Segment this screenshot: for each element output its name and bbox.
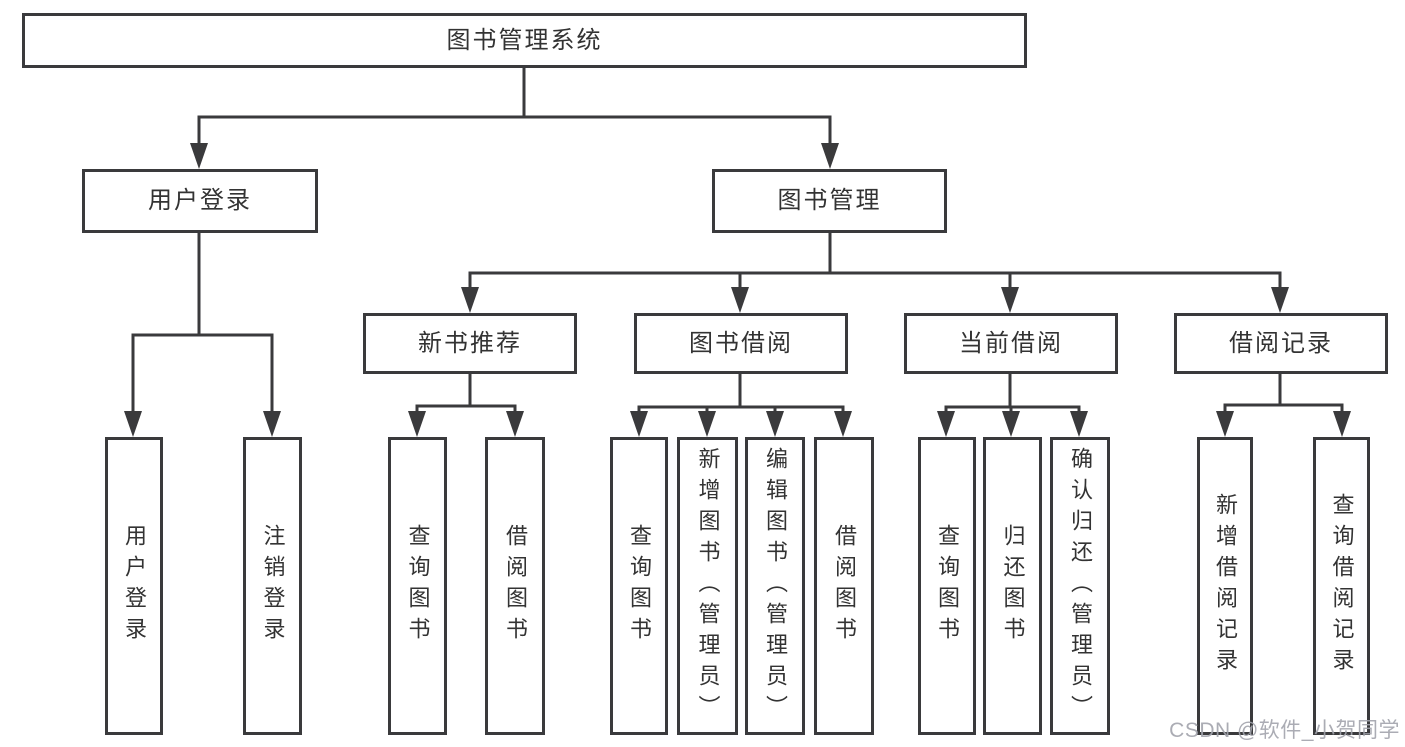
leaf-query-books-recommend-label: 查询图书 [405, 524, 431, 648]
leaf-borrow-books-recommend: 借阅图书 [485, 437, 545, 735]
node-new-book-recommend-label: 新书推荐 [418, 329, 522, 357]
leaf-add-book-admin-label: 新增图书（管理员） [695, 446, 721, 726]
node-library-system: 图书管理系统 [22, 13, 1027, 68]
leaf-query-books-recommend: 查询图书 [388, 437, 447, 735]
leaf-query-borrow-record: 查询借阅记录 [1313, 437, 1370, 735]
node-book-management-label: 图书管理 [777, 187, 882, 214]
leaf-query-borrow-record-label: 查询借阅记录 [1329, 493, 1355, 679]
leaf-edit-book-admin-label: 编辑图书（管理员） [763, 446, 788, 726]
node-user-login-label: 用户登录 [148, 187, 252, 214]
leaf-confirm-return-admin: 确认归还（管理员） [1050, 437, 1110, 735]
leaf-edit-book-admin: 编辑图书（管理员） [745, 437, 805, 735]
leaf-query-books-current-label: 查询图书 [935, 524, 960, 648]
leaf-add-borrow-record-label: 新增借阅记录 [1213, 493, 1238, 679]
node-library-system-label: 图书管理系统 [446, 26, 603, 54]
leaf-add-book-admin: 新增图书（管理员） [677, 437, 738, 735]
node-borrow-records-label: 借阅记录 [1229, 329, 1333, 357]
leaf-borrow-books-label: 借阅图书 [832, 524, 857, 648]
leaf-add-borrow-record: 新增借阅记录 [1197, 437, 1253, 735]
leaf-return-book-label: 归还图书 [1000, 524, 1026, 648]
node-user-login: 用户登录 [82, 169, 318, 233]
node-borrow-records: 借阅记录 [1174, 313, 1388, 374]
leaf-logout: 注销登录 [243, 437, 302, 735]
leaf-query-books-current: 查询图书 [918, 437, 976, 735]
leaf-borrow-books-recommend-label: 借阅图书 [503, 524, 528, 648]
leaf-logout-label: 注销登录 [260, 524, 286, 648]
node-book-management: 图书管理 [712, 169, 947, 233]
leaf-confirm-return-admin-label: 确认归还（管理员） [1068, 446, 1093, 726]
leaf-user-login-label: 用户登录 [122, 524, 147, 648]
node-current-borrow: 当前借阅 [904, 313, 1118, 374]
csdn-watermark: CSDN @软件_小贺同学 [1169, 719, 1400, 742]
leaf-borrow-books: 借阅图书 [814, 437, 874, 735]
leaf-user-login: 用户登录 [105, 437, 163, 735]
node-current-borrow-label: 当前借阅 [959, 329, 1063, 357]
leaf-query-books-borrow: 查询图书 [610, 437, 668, 735]
leaf-return-book: 归还图书 [983, 437, 1042, 735]
node-new-book-recommend: 新书推荐 [363, 313, 577, 374]
node-book-borrow: 图书借阅 [634, 313, 848, 374]
node-book-borrow-label: 图书借阅 [689, 329, 793, 357]
leaf-query-books-borrow-label: 查询图书 [627, 524, 652, 648]
